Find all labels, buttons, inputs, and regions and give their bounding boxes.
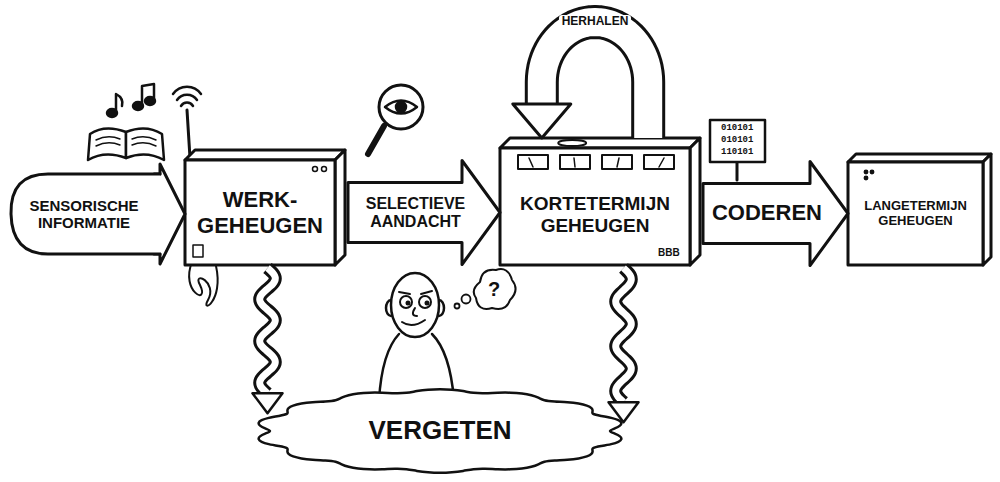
antenna — [187, 110, 190, 158]
node-label: LANGETERMIJN GEHEUGEN — [855, 199, 976, 229]
box-dial — [518, 155, 548, 169]
binary-sign — [710, 120, 765, 162]
person-head — [391, 273, 439, 337]
magnifier-lens — [379, 85, 423, 129]
box-marking: BBB — [658, 247, 680, 258]
arrow-head — [513, 104, 571, 138]
node-label: VERGETEN — [290, 416, 590, 446]
dial-needle — [617, 158, 619, 167]
person-eyebrow — [399, 291, 432, 294]
eye-pupil — [396, 102, 406, 112]
box-detail — [865, 171, 867, 173]
wavy-arrow-outline — [260, 268, 276, 393]
person-mouth — [402, 320, 425, 325]
box-body — [185, 150, 345, 265]
wavy-arrow-fill — [616, 268, 632, 402]
arrow-label: SELECTIEVE AANDACHT — [354, 183, 477, 243]
box-detail — [313, 167, 318, 172]
arrow-head — [253, 393, 283, 413]
node-label: SENSORISCHE INFORMATIE — [24, 197, 144, 232]
person-eye — [400, 296, 412, 308]
magnifier-handle — [368, 126, 384, 154]
binary-digits: 010101 — [721, 124, 753, 134]
wifi-waves — [173, 87, 201, 106]
cloud-outline — [259, 389, 622, 473]
thought-dot — [455, 304, 460, 309]
question-mark: ? — [488, 278, 500, 300]
node-label: WERK- GEHEUGEN — [194, 187, 326, 238]
person-pupil — [406, 301, 411, 306]
person-nose — [413, 308, 417, 316]
box-detail — [322, 167, 327, 172]
connector-arrow — [609, 268, 639, 422]
sign-pole — [736, 162, 739, 180]
connector-arrow — [348, 161, 500, 265]
box-front — [185, 160, 335, 265]
dial-needle — [529, 158, 533, 167]
person-eye — [419, 296, 431, 308]
memory-box: LANGETERMIJN GEHEUGEN — [848, 162, 983, 265]
binary-digits: 110101 — [721, 148, 753, 158]
box-front — [500, 148, 690, 265]
block-arrow — [348, 161, 500, 265]
binary-digits: 010101 — [721, 136, 753, 146]
person-pupil — [425, 301, 430, 306]
music-note — [145, 97, 155, 105]
wavy-arrow-fill — [260, 268, 276, 393]
arrow-label: HERHALEN — [559, 15, 632, 28]
dial-needle — [574, 158, 575, 167]
box-detail — [193, 245, 203, 257]
arrow-label: CODEREN — [709, 184, 825, 244]
block-arrow — [703, 162, 848, 266]
input-shape: SENSORISCHE INFORMATIE — [8, 168, 160, 260]
box-body — [500, 138, 700, 265]
dial-needle — [659, 158, 664, 167]
music-note — [142, 84, 154, 105]
input-shape-outline — [11, 174, 160, 254]
box-handle — [558, 140, 586, 146]
thought-bubble — [474, 269, 516, 309]
node-label: KORTETERMIJN GEHEUGEN — [509, 193, 681, 237]
eye-symbol — [385, 101, 417, 114]
cable-cord — [189, 262, 218, 306]
box-detail — [871, 171, 873, 173]
box-detail — [865, 177, 867, 179]
connector-arrow — [253, 268, 283, 413]
memory-box: WERK- GEHEUGEN — [185, 160, 335, 265]
connector-arrow — [703, 162, 848, 266]
book-page — [126, 128, 164, 160]
thought-dot — [462, 295, 471, 304]
book-lines — [96, 137, 156, 146]
connector-arrow — [513, 22, 648, 138]
box-body — [848, 154, 991, 265]
box-dial — [602, 155, 632, 169]
music-note — [116, 94, 122, 112]
box-front — [848, 162, 983, 265]
cloud-node: VERGETEN — [250, 385, 630, 477]
book-page — [88, 128, 126, 160]
box-dial — [560, 155, 590, 169]
wavy-arrow-outline — [616, 268, 632, 402]
box-dial — [644, 155, 674, 169]
